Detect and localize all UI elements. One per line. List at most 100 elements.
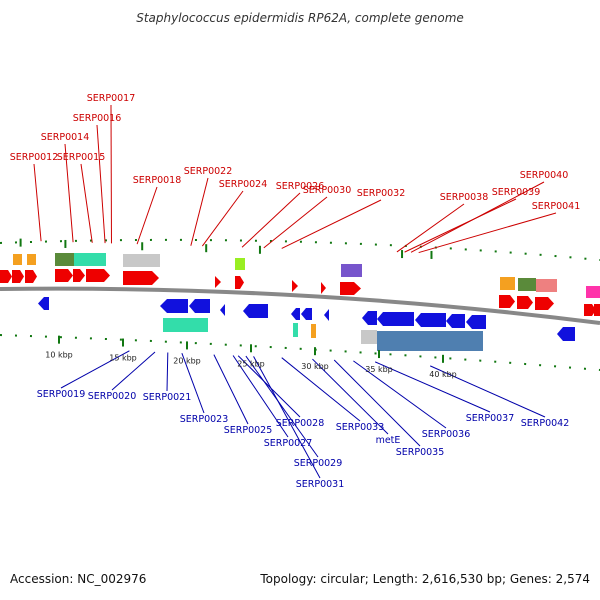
- feature-block-orange[interactable]: [500, 277, 515, 290]
- forward-gene-label[interactable]: SERP0026: [276, 181, 325, 192]
- forward-callout-line: [418, 212, 557, 254]
- reverse-gene-label[interactable]: SERP0036: [422, 429, 471, 440]
- forward-gene-arrow[interactable]: [25, 270, 37, 283]
- forward-gene-arrow[interactable]: [123, 271, 159, 285]
- reverse-gene-label[interactable]: SERP0042: [521, 418, 570, 429]
- reverse-callout-line: [374, 361, 491, 413]
- forward-gene-arrow[interactable]: [535, 297, 554, 310]
- forward-callout-line: [263, 196, 328, 249]
- forward-gene-arrow[interactable]: [594, 304, 600, 316]
- feature-block-teal[interactable]: [293, 323, 298, 337]
- forward-gene-label[interactable]: SERP0030: [303, 185, 352, 196]
- feature-block-olive[interactable]: [518, 278, 536, 291]
- forward-gene-arrow[interactable]: [584, 304, 596, 316]
- reverse-callout-line: [181, 353, 205, 414]
- forward-gene-label[interactable]: SERP0040: [520, 170, 569, 181]
- reverse-gene-arrow[interactable]: [362, 311, 377, 325]
- kbp-tick-label: 25 kbp: [237, 359, 265, 368]
- feature-block-orange[interactable]: [311, 324, 316, 338]
- forward-callout-line: [201, 190, 244, 247]
- reverse-gene-arrow[interactable]: [291, 308, 300, 320]
- forward-callout-line: [96, 124, 106, 244]
- reverse-callout-line: [237, 355, 301, 418]
- reverse-gene-arrow[interactable]: [160, 299, 188, 313]
- forward-gene-arrow[interactable]: [321, 282, 326, 294]
- lower-guide: [0, 334, 600, 371]
- reverse-gene-label[interactable]: SERP0021: [143, 392, 192, 403]
- reverse-gene-arrow[interactable]: [38, 297, 49, 310]
- reverse-genes: [38, 297, 575, 341]
- forward-gene-arrow[interactable]: [499, 295, 515, 308]
- reverse-gene-arrow[interactable]: [415, 313, 446, 327]
- feature-block-grey[interactable]: [123, 254, 160, 267]
- feature-block-teal[interactable]: [163, 318, 208, 332]
- forward-gene-label[interactable]: SERP0024: [219, 179, 268, 190]
- forward-gene-arrow[interactable]: [215, 276, 221, 288]
- reverse-gene-arrow[interactable]: [189, 299, 210, 313]
- forward-callout-line: [33, 163, 42, 242]
- reverse-gene-arrow[interactable]: [557, 327, 575, 341]
- feature-block-lime[interactable]: [235, 258, 245, 270]
- kbp-tick-label: 15 kbp: [109, 354, 137, 363]
- forward-gene-arrow[interactable]: [292, 280, 298, 292]
- reverse-callout-line: [213, 354, 249, 425]
- forward-gene-arrow[interactable]: [517, 296, 533, 309]
- reverse-gene-label[interactable]: SERP0033: [336, 422, 385, 433]
- reverse-callout-line: [166, 352, 169, 392]
- feature-block-pink[interactable]: [586, 286, 600, 298]
- forward-gene-label[interactable]: SERP0018: [133, 175, 182, 186]
- reverse-gene-arrow[interactable]: [301, 308, 312, 320]
- forward-gene-arrow[interactable]: [340, 282, 361, 295]
- reverse-gene-label[interactable]: SERP0023: [180, 414, 229, 425]
- forward-gene-arrow[interactable]: [235, 276, 244, 289]
- reverse-gene-arrow[interactable]: [243, 304, 268, 318]
- reverse-gene-arrow[interactable]: [446, 314, 465, 328]
- reverse-gene-arrow[interactable]: [220, 304, 225, 316]
- reverse-gene-label[interactable]: SERP0037: [466, 413, 515, 424]
- reverse-gene-arrow[interactable]: [377, 312, 414, 326]
- kbp-tick-label: 30 kbp: [301, 362, 329, 371]
- feature-block-olive[interactable]: [55, 253, 74, 266]
- reverse-gene-label[interactable]: SERP0035: [396, 447, 445, 458]
- forward-gene-label[interactable]: SERP0016: [73, 113, 122, 124]
- forward-gene-label[interactable]: SERP0017: [87, 93, 136, 104]
- kbp-tick-label: 40 kbp: [429, 370, 457, 379]
- feature-block-orange[interactable]: [13, 254, 22, 265]
- forward-gene-arrow[interactable]: [0, 270, 12, 283]
- reverse-gene-label[interactable]: SERP0020: [88, 391, 137, 402]
- reverse-callout-line: [111, 351, 156, 391]
- forward-gene-label[interactable]: SERP0039: [492, 187, 541, 198]
- reverse-callout-line: [245, 355, 319, 458]
- forward-gene-arrow[interactable]: [86, 269, 110, 282]
- reverse-gene-label[interactable]: SERP0029: [294, 458, 343, 469]
- forward-gene-label[interactable]: SERP0014: [41, 132, 90, 143]
- reverse-gene-label[interactable]: metE: [376, 435, 401, 446]
- feature-block-purple[interactable]: [341, 264, 362, 277]
- reverse-gene-arrow[interactable]: [324, 309, 329, 321]
- reverse-callout-line: [312, 358, 389, 435]
- reverse-gene-label[interactable]: SERP0025: [224, 425, 273, 436]
- forward-gene-label[interactable]: SERP0038: [440, 192, 489, 203]
- kbp-tick-label: 10 kbp: [45, 351, 73, 360]
- feature-block-steel-blue[interactable]: [377, 331, 483, 351]
- forward-gene-arrow[interactable]: [73, 269, 85, 282]
- reverse-gene-arrow[interactable]: [466, 315, 486, 329]
- forward-gene-label[interactable]: SERP0022: [184, 166, 233, 177]
- feature-block-orange[interactable]: [27, 254, 36, 265]
- forward-gene-arrow[interactable]: [12, 270, 24, 283]
- feature-block-salmon[interactable]: [536, 279, 557, 292]
- reverse-gene-label[interactable]: SERP0019: [37, 389, 86, 400]
- reverse-gene-label[interactable]: SERP0027: [264, 438, 313, 449]
- reverse-callout-line: [333, 359, 421, 447]
- forward-gene-label[interactable]: SERP0032: [357, 188, 406, 199]
- feature-block-grey[interactable]: [361, 330, 377, 344]
- forward-gene-label[interactable]: SERP0012: [10, 152, 59, 163]
- forward-gene-label[interactable]: SERP0041: [532, 201, 581, 212]
- reverse-gene-label[interactable]: SERP0031: [296, 479, 345, 490]
- reverse-gene-label[interactable]: SERP0028: [276, 418, 325, 429]
- forward-gene-arrow[interactable]: [55, 269, 73, 282]
- forward-gene-label[interactable]: SERP0015: [57, 152, 106, 163]
- feature-block-teal[interactable]: [74, 253, 106, 266]
